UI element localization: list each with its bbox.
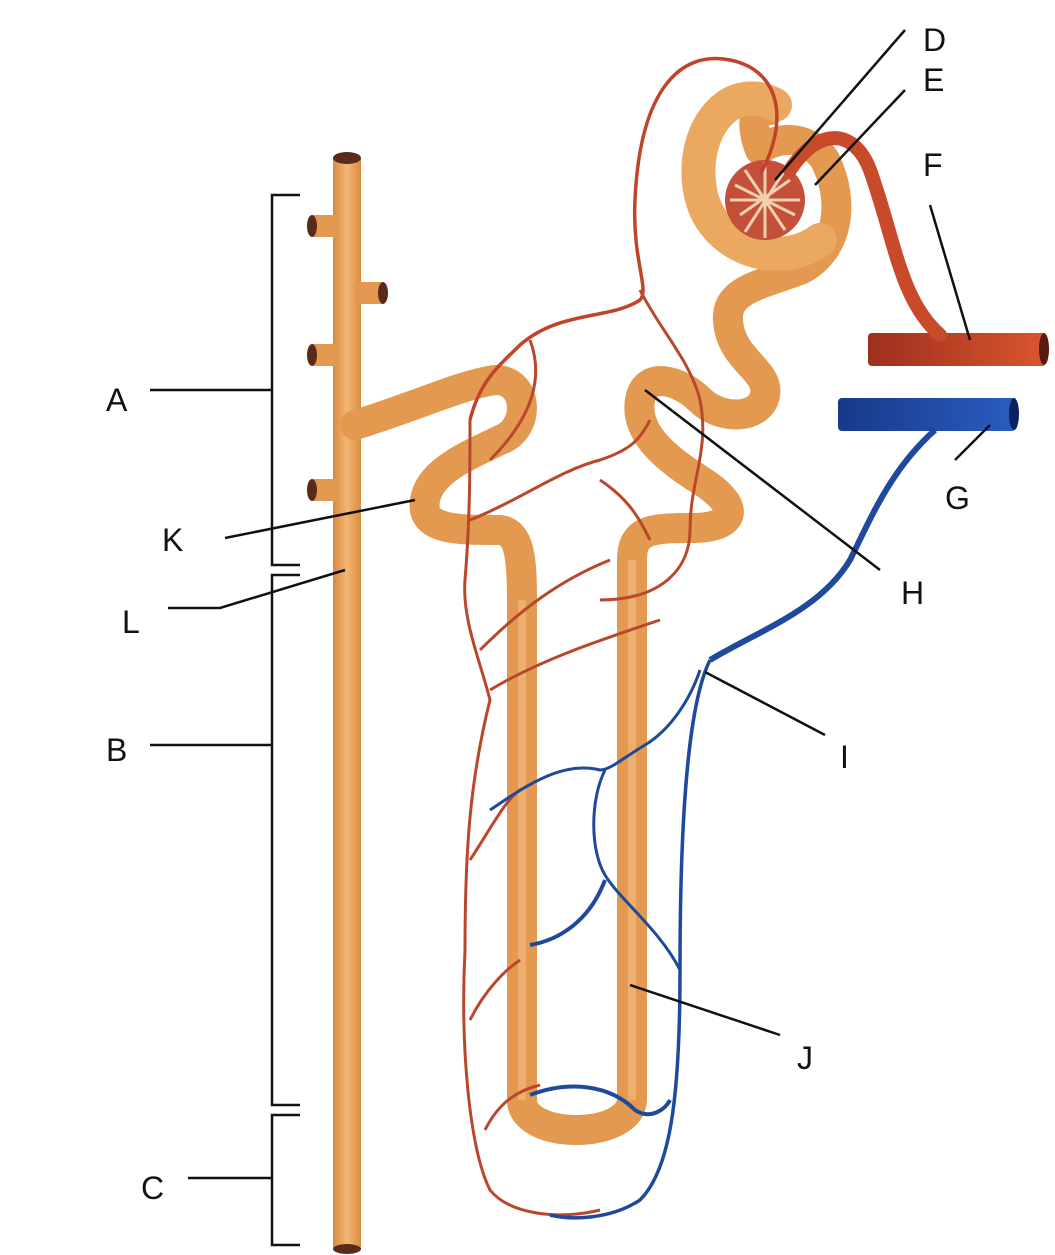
label-e: E xyxy=(923,62,945,98)
label-d: D xyxy=(923,22,947,58)
afferent-arteriole xyxy=(783,131,947,342)
efferent-arteriole xyxy=(468,56,779,421)
label-c: C xyxy=(141,1170,165,1206)
bracket-b xyxy=(270,573,300,1107)
label-k: K xyxy=(162,522,184,558)
label-i: I xyxy=(840,739,849,775)
label-h: H xyxy=(901,575,925,611)
peritubular-capillaries xyxy=(462,289,705,1217)
renal-vein xyxy=(838,398,1019,431)
venules xyxy=(489,427,937,1220)
collecting-duct xyxy=(307,152,388,1254)
label-g: G xyxy=(945,480,970,516)
renal-tubule xyxy=(340,145,852,1145)
bracket-a xyxy=(270,193,300,567)
label-l: L xyxy=(122,604,140,640)
label-f: F xyxy=(923,147,943,183)
glomerulus xyxy=(725,160,805,240)
label-j: J xyxy=(797,1040,813,1076)
bracket-c xyxy=(270,1113,300,1247)
leader-lines xyxy=(150,29,991,1247)
renal-artery xyxy=(868,333,1049,366)
label-a: A xyxy=(106,382,128,418)
label-b: B xyxy=(106,732,128,768)
